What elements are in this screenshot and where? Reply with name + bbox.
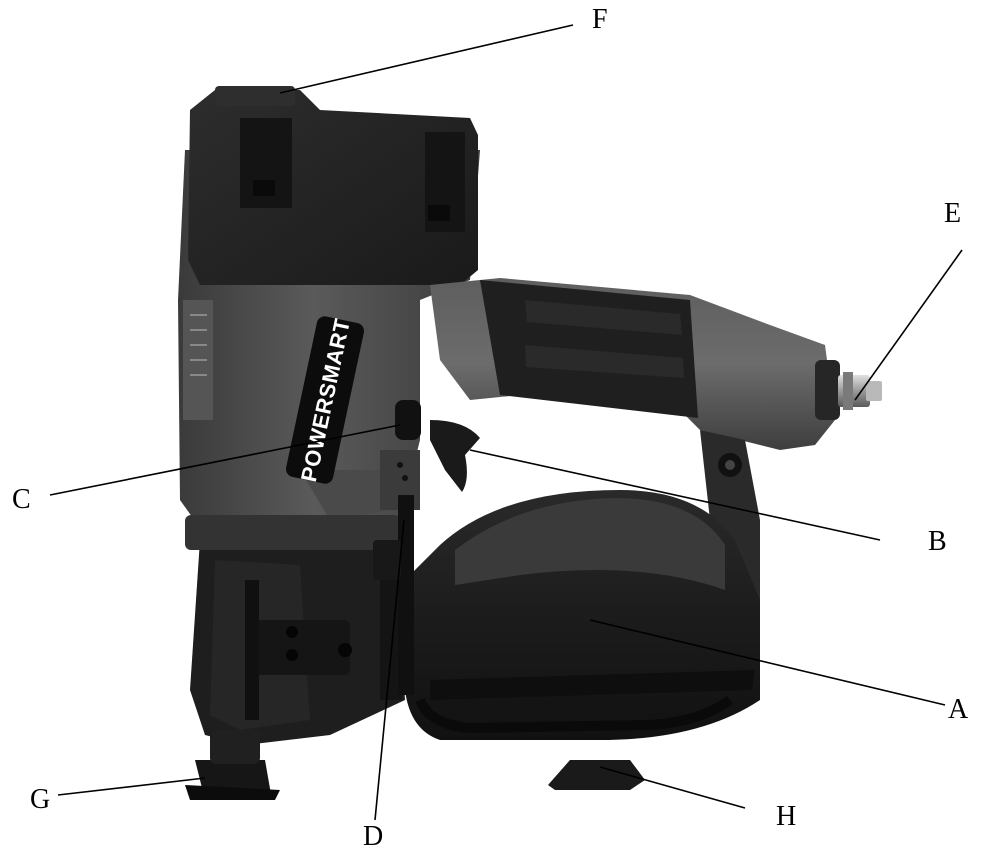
- leader-lines: [49, 24, 963, 821]
- leader-line-d: [374, 519, 405, 821]
- callout-b: B: [928, 526, 947, 557]
- air-fitting: [838, 372, 882, 410]
- leader-line-h: [599, 766, 746, 809]
- callout-d: D: [363, 821, 383, 849]
- callout-g: G: [30, 784, 50, 815]
- leader-line-c: [49, 424, 401, 496]
- leader-line-f: [279, 24, 574, 94]
- callout-a: A: [948, 694, 969, 725]
- leader-line-e: [854, 249, 963, 401]
- leader-line-a: [589, 619, 946, 706]
- base-foot: [548, 760, 645, 790]
- callout-f: F: [592, 4, 608, 35]
- nose-tip: [185, 730, 280, 800]
- leader-line-g: [57, 777, 206, 796]
- leader-line-b: [469, 449, 881, 541]
- callout-c: C: [12, 484, 31, 515]
- magazine-nose: [190, 540, 405, 745]
- warning-label: [183, 300, 213, 420]
- coil-canister: [405, 490, 760, 740]
- grip-handle: [430, 278, 840, 450]
- callout-e: E: [944, 198, 961, 229]
- trigger: [430, 420, 480, 492]
- callout-labels: A B C D E F G H: [12, 4, 969, 849]
- callout-h: H: [776, 801, 796, 832]
- top-cap: [188, 86, 478, 285]
